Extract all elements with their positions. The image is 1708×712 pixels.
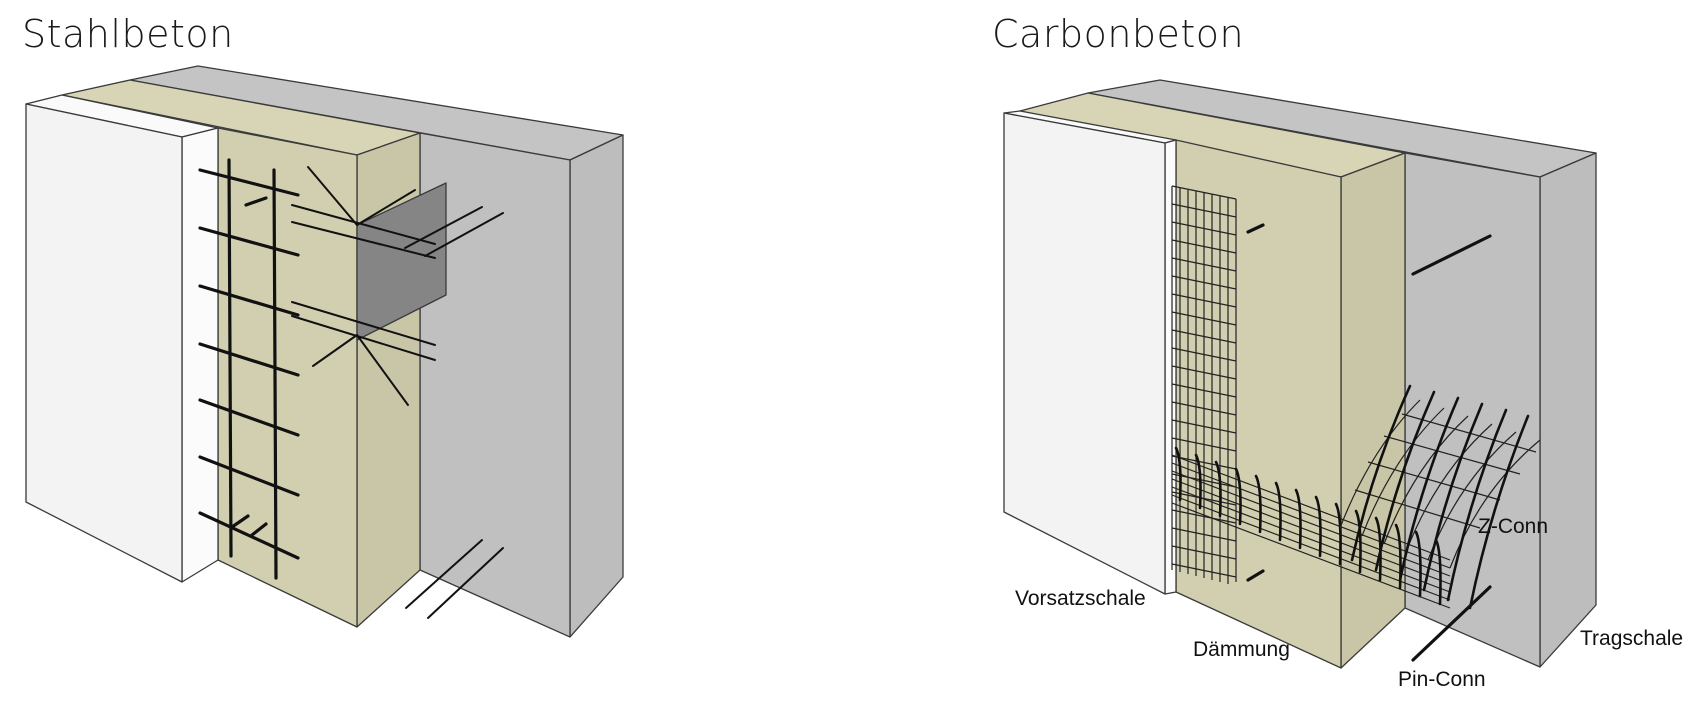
carbonbeton-tragschale [1087,79,1597,668]
carbonbeton-wall-section [1003,79,1597,669]
z-conn-vertical-bars [1174,446,1442,606]
label-daemmung: Dämmung [1193,638,1290,661]
label-z-conn: Z-Conn [1478,515,1548,538]
stahlbeton-wall-section [25,65,624,638]
pin-conn-bars [1246,223,1492,662]
carbon-mesh-grid [1171,185,1237,584]
stahlbeton-tragschale [129,65,624,638]
label-pin-conn: Pin-Conn [1398,668,1486,691]
steel-plate-anchor [356,182,447,341]
label-tragschale: Tragschale [1580,627,1683,650]
label-vorsatzschale: Vorsatzschale [1015,587,1146,610]
stahlbeton-title: Stahlbeton [22,12,234,56]
stahlbeton-anchor-bars [291,166,504,619]
stahlbeton-vorsatzschale [25,94,219,583]
carbonbeton-title: Carbonbeton [992,12,1245,56]
stahlbeton-rebar [198,158,300,580]
carbonbeton-vorsatzschale [1003,110,1177,595]
z-conn-angled-bars [1350,384,1530,610]
